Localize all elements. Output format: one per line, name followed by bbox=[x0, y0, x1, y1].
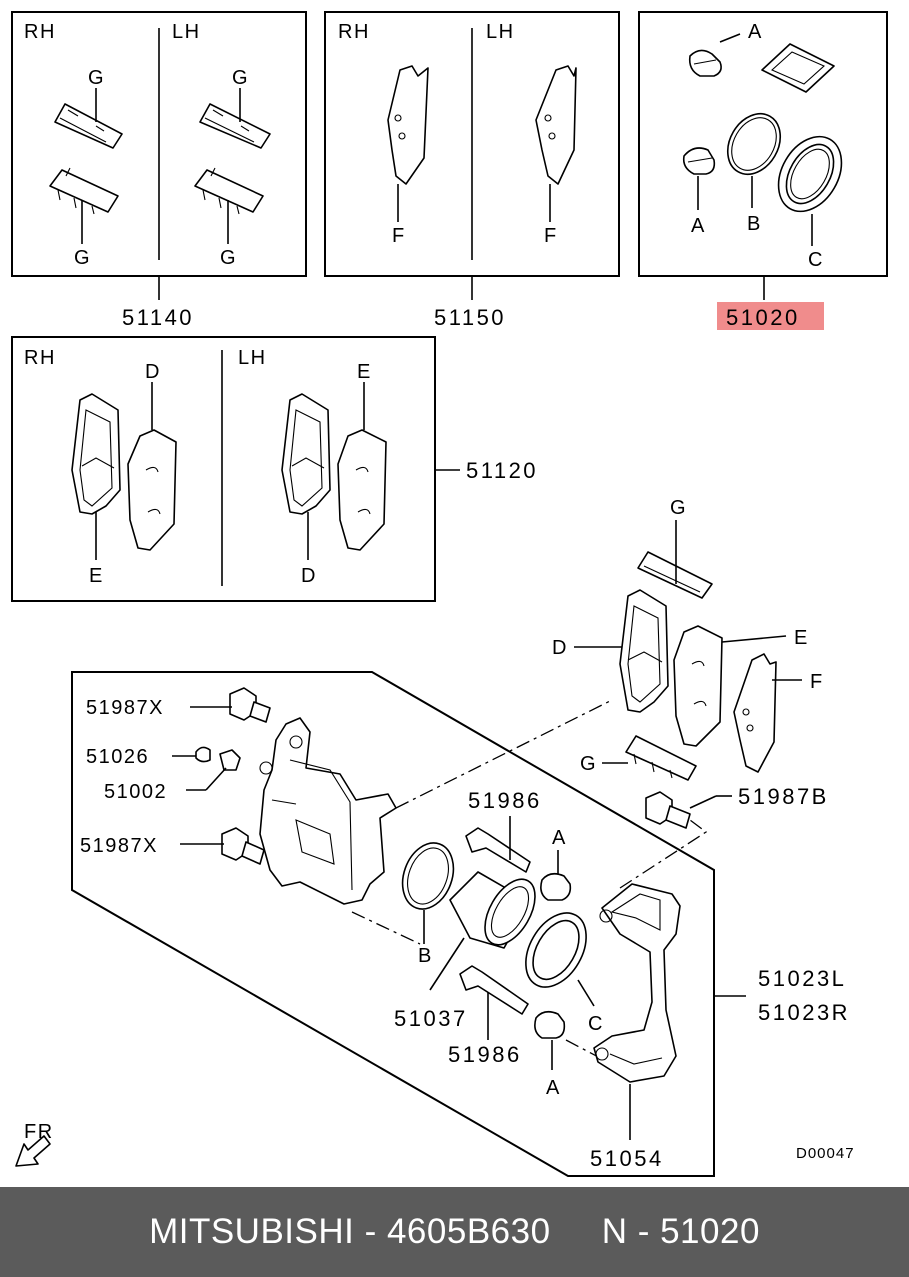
callout-c: C bbox=[588, 1013, 604, 1035]
callout-g: G bbox=[580, 753, 597, 775]
assembly-outline bbox=[71, 671, 715, 1177]
callout-a: A bbox=[691, 215, 706, 237]
piston-boot-icon bbox=[525, 912, 587, 988]
panel-51120: RH LH D E E D 51120 bbox=[11, 336, 538, 602]
callout-d: D bbox=[552, 637, 568, 659]
panel-51150: RH LH F F 51150 bbox=[324, 11, 620, 330]
pad-clip-icon bbox=[49, 167, 119, 215]
footer-gap bbox=[551, 1212, 602, 1252]
callout-f: F bbox=[544, 225, 558, 247]
part-number-51120: 51120 bbox=[466, 458, 538, 483]
footer-separator: - bbox=[627, 1212, 661, 1251]
part-label-51026: 51026 bbox=[86, 746, 149, 768]
rh-label: RH bbox=[338, 21, 370, 43]
footer-part-number: 4605B630 bbox=[386, 1212, 551, 1251]
callout-a: A bbox=[552, 827, 567, 849]
part-number-51140: 51140 bbox=[122, 305, 194, 330]
callout-f: F bbox=[810, 671, 824, 693]
callout-g: G bbox=[232, 67, 249, 89]
caliper-assembly: G D E F G bbox=[71, 497, 850, 1177]
panel-51140: RH LH G G G G 51140 bbox=[11, 11, 307, 330]
part-label-51987x: 51987X bbox=[80, 835, 158, 857]
lh-label: LH bbox=[172, 21, 201, 43]
callout-e: E bbox=[794, 627, 809, 649]
pad-clip-icon bbox=[625, 735, 697, 781]
bleeder-screw-icon bbox=[219, 749, 273, 775]
part-label-51987b: 51987B bbox=[738, 784, 829, 809]
part-label-51986: 51986 bbox=[448, 1042, 522, 1067]
bolt-icon bbox=[645, 791, 691, 829]
caliper-body-icon bbox=[259, 717, 397, 905]
callout-b: B bbox=[747, 213, 762, 235]
bleeder-cap-icon bbox=[195, 746, 211, 763]
part-label-51023r: 51023R bbox=[758, 1000, 850, 1025]
diagram-code: D00047 bbox=[796, 1145, 855, 1162]
boot-icon bbox=[534, 1010, 566, 1039]
part-label-51987x: 51987X bbox=[86, 697, 164, 719]
part-label-51037: 51037 bbox=[394, 1006, 468, 1031]
bolt-icon bbox=[221, 827, 265, 865]
part-label-51002: 51002 bbox=[104, 781, 167, 803]
brake-pad-icon bbox=[71, 393, 121, 515]
pad-clip-icon bbox=[194, 167, 264, 215]
arrow-down-left-icon bbox=[15, 1135, 51, 1167]
bolt-icon bbox=[229, 687, 271, 723]
callout-e: E bbox=[89, 565, 104, 587]
piston-seal-icon bbox=[401, 842, 455, 910]
grease-packet-icon bbox=[761, 43, 835, 93]
anti-squeal-shim-icon bbox=[535, 65, 577, 185]
parts-diagram: RH LH G G G G 51140 bbox=[11, 11, 888, 1177]
callout-g: G bbox=[74, 247, 91, 269]
front-direction-indicator: FR bbox=[15, 1121, 52, 1167]
part-number-51020: 51020 bbox=[726, 305, 800, 330]
callout-g: G bbox=[670, 497, 687, 519]
boot-icon bbox=[682, 147, 716, 175]
highlight-box bbox=[717, 302, 824, 330]
callout-g: G bbox=[220, 247, 237, 269]
panel-51020: A A B C 51020 bbox=[638, 11, 888, 330]
pad-clip-icon bbox=[637, 551, 713, 599]
brake-pad-icon bbox=[127, 429, 177, 551]
pad-clip-icon bbox=[199, 103, 271, 149]
pad-clip-icon bbox=[54, 103, 123, 149]
callout-a: A bbox=[748, 21, 763, 43]
callout-e: E bbox=[357, 361, 372, 383]
guide-pin-icon bbox=[465, 827, 531, 873]
anti-squeal-shim-icon bbox=[733, 653, 777, 773]
callout-d: D bbox=[145, 361, 161, 383]
callout-b: B bbox=[418, 945, 433, 967]
footer-brand: MITSUBISHI bbox=[149, 1212, 355, 1251]
brake-pad-icon bbox=[337, 429, 387, 551]
callout-d: D bbox=[301, 565, 317, 587]
part-label-51054: 51054 bbox=[590, 1146, 664, 1171]
lh-label: LH bbox=[238, 347, 267, 369]
part-label-51986: 51986 bbox=[468, 788, 542, 813]
rh-label: RH bbox=[24, 21, 56, 43]
callout-c: C bbox=[808, 249, 824, 271]
boot-icon bbox=[540, 872, 572, 901]
callout-a: A bbox=[546, 1077, 561, 1099]
footer-separator: - bbox=[354, 1212, 387, 1251]
boot-icon bbox=[688, 49, 722, 77]
callout-g: G bbox=[88, 67, 105, 89]
footer-bar: MITSUBISHI - 4605B630 N - 51020 bbox=[0, 1187, 909, 1277]
callout-f: F bbox=[392, 225, 406, 247]
piston-seal-icon bbox=[726, 113, 782, 175]
brake-pad-icon bbox=[619, 589, 669, 713]
rh-label: RH bbox=[24, 347, 56, 369]
caliper-bracket-icon bbox=[593, 883, 681, 1083]
lh-label: LH bbox=[486, 21, 515, 43]
brake-pad-icon bbox=[281, 393, 331, 515]
footer-ref: 51020 bbox=[660, 1212, 760, 1251]
guide-pin-icon bbox=[459, 965, 529, 1015]
anti-squeal-shim-icon bbox=[387, 65, 429, 185]
part-number-51150: 51150 bbox=[434, 305, 506, 330]
part-label-51023l: 51023L bbox=[758, 966, 846, 991]
brake-pad-icon bbox=[673, 625, 723, 747]
footer-prefix: N bbox=[601, 1212, 628, 1251]
piston-icon bbox=[449, 871, 536, 949]
piston-boot-icon bbox=[777, 135, 843, 213]
